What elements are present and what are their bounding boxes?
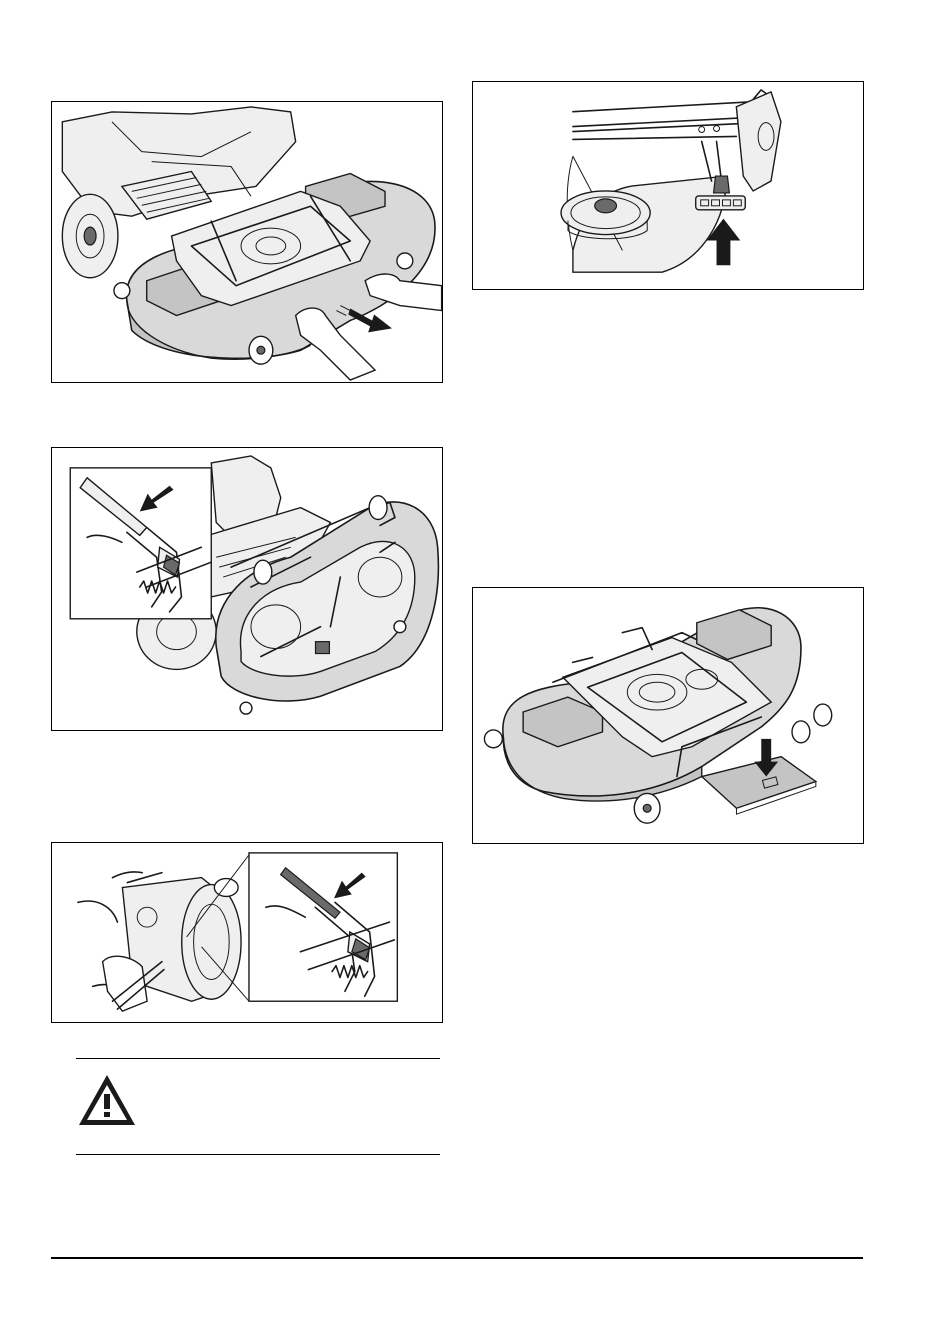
figure-deck-spring <box>51 447 443 731</box>
figure-spring-detail <box>51 842 443 1023</box>
belt-view-illustration <box>473 82 863 289</box>
warning-bottom-rule <box>76 1154 440 1155</box>
figure-deck-on-board <box>472 587 864 844</box>
footer-rule <box>51 1257 863 1259</box>
figure-belt-view <box>472 81 864 290</box>
deck-on-board-illustration <box>473 588 863 843</box>
deck-removal-illustration <box>52 102 442 382</box>
warning-top-rule <box>76 1058 440 1059</box>
figure-deck-removal <box>51 101 443 383</box>
warning-triangle-icon <box>76 1072 138 1128</box>
spring-detail-illustration <box>52 843 442 1022</box>
deck-spring-illustration <box>52 448 442 730</box>
